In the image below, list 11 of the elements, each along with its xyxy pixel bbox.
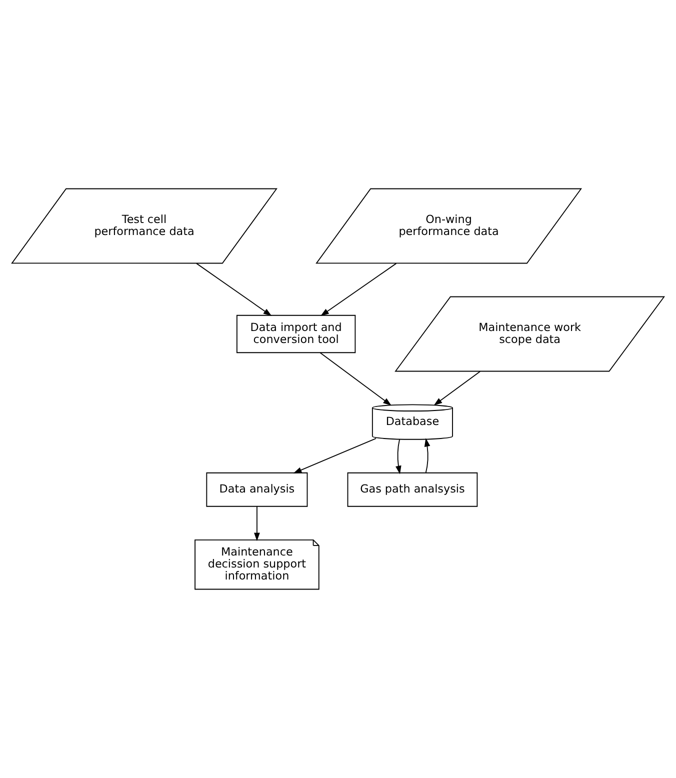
arrow — [196, 262, 272, 316]
arrow — [424, 438, 430, 474]
arrow — [320, 262, 397, 316]
node-box: Gas path analsysis — [347, 472, 478, 507]
arrow — [396, 439, 402, 474]
node-box: Data import and conversion tool — [236, 314, 356, 354]
arrow — [254, 506, 260, 542]
arrow — [434, 371, 480, 406]
node-box: Data analysis — [206, 472, 308, 507]
arrow — [293, 438, 376, 474]
arrow — [320, 352, 392, 406]
